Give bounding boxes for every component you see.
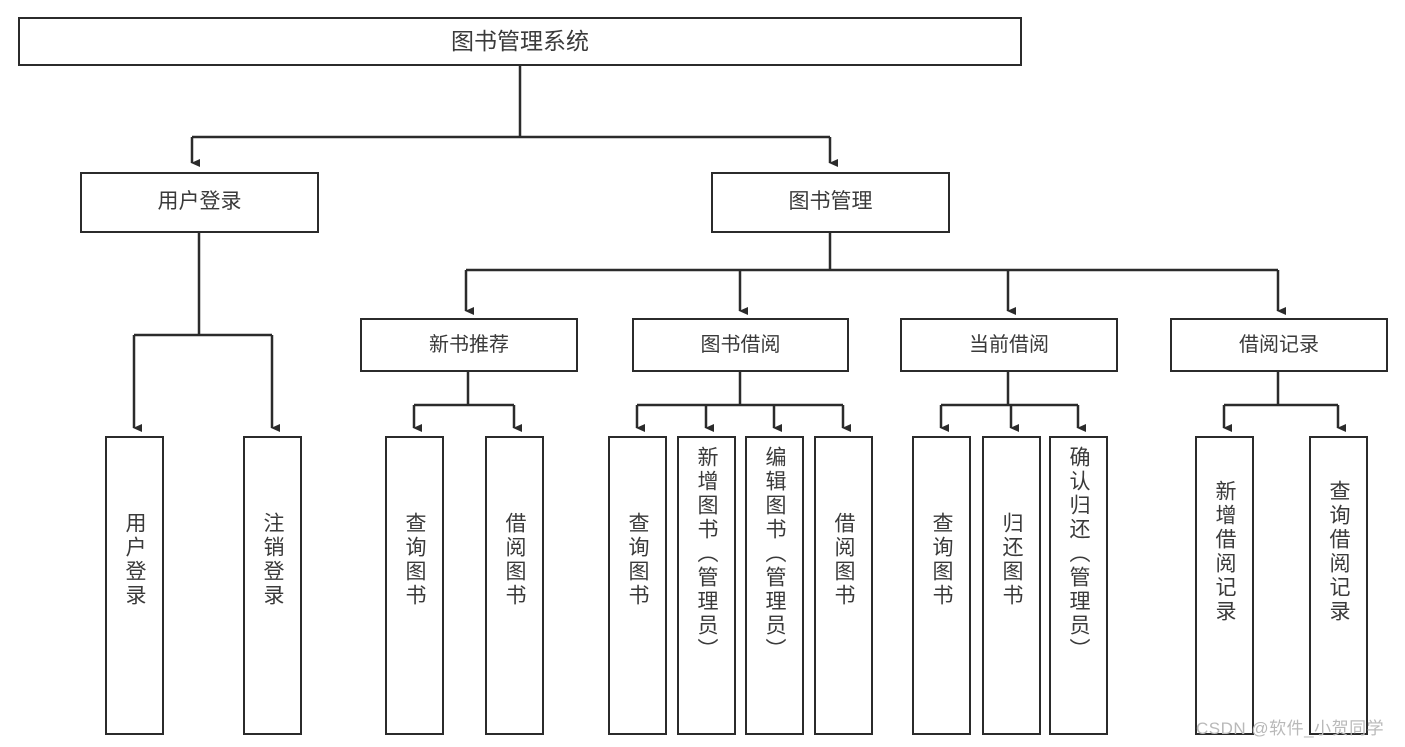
leaf-borrow-book-2[interactable]: 借阅图书 (814, 436, 873, 735)
leaf-confirm-return-label: 确认归还（管理员） (1067, 446, 1090, 662)
leaf-query-book-3-label: 查询图书 (930, 512, 953, 608)
leaf-borrow-book-1-label: 借阅图书 (503, 512, 526, 608)
node-root-label: 图书管理系统 (451, 28, 589, 55)
leaf-query-record[interactable]: 查询借阅记录 (1309, 436, 1368, 735)
node-root[interactable]: 图书管理系统 (18, 17, 1022, 66)
leaf-query-book-1-label: 查询图书 (403, 512, 426, 608)
node-borrow-record[interactable]: 借阅记录 (1170, 318, 1388, 372)
node-book-management[interactable]: 图书管理 (711, 172, 950, 233)
leaf-borrow-book-1[interactable]: 借阅图书 (485, 436, 544, 735)
node-book-borrow[interactable]: 图书借阅 (632, 318, 849, 372)
leaf-query-book-2-label: 查询图书 (626, 512, 649, 608)
node-user-login-label: 用户登录 (157, 190, 242, 214)
leaf-return-book-label: 归还图书 (1000, 512, 1023, 608)
leaf-add-record-label: 新增借阅记录 (1213, 480, 1236, 624)
leaf-query-record-label: 查询借阅记录 (1327, 480, 1350, 624)
leaf-logout-login-label: 注销登录 (261, 512, 284, 608)
leaf-edit-book[interactable]: 编辑图书（管理员） (745, 436, 804, 735)
leaf-return-book[interactable]: 归还图书 (982, 436, 1041, 735)
node-borrow-record-label: 借阅记录 (1239, 333, 1319, 356)
leaf-logout-login[interactable]: 注销登录 (243, 436, 302, 735)
leaf-confirm-return[interactable]: 确认归还（管理员） (1049, 436, 1108, 735)
leaf-add-record[interactable]: 新增借阅记录 (1195, 436, 1254, 735)
leaf-query-book-3[interactable]: 查询图书 (912, 436, 971, 735)
leaf-add-book-label: 新增图书（管理员） (695, 446, 718, 662)
leaf-query-book-1[interactable]: 查询图书 (385, 436, 444, 735)
leaf-query-book-2[interactable]: 查询图书 (608, 436, 667, 735)
leaf-add-book[interactable]: 新增图书（管理员） (677, 436, 736, 735)
node-new-book-recommend[interactable]: 新书推荐 (360, 318, 578, 372)
node-user-login[interactable]: 用户登录 (80, 172, 319, 233)
node-current-borrow-label: 当前借阅 (969, 333, 1049, 356)
csdn-watermark: CSDN @软件_小贺同学 (1196, 719, 1385, 738)
node-new-book-recommend-label: 新书推荐 (429, 333, 509, 356)
leaf-borrow-book-2-label: 借阅图书 (832, 512, 855, 608)
leaf-user-login[interactable]: 用户登录 (105, 436, 164, 735)
leaf-edit-book-label: 编辑图书（管理员） (763, 446, 786, 662)
leaf-user-login-label: 用户登录 (123, 512, 146, 608)
node-book-management-label: 图书管理 (788, 190, 873, 214)
node-current-borrow[interactable]: 当前借阅 (900, 318, 1118, 372)
node-book-borrow-label: 图书借阅 (700, 333, 781, 356)
